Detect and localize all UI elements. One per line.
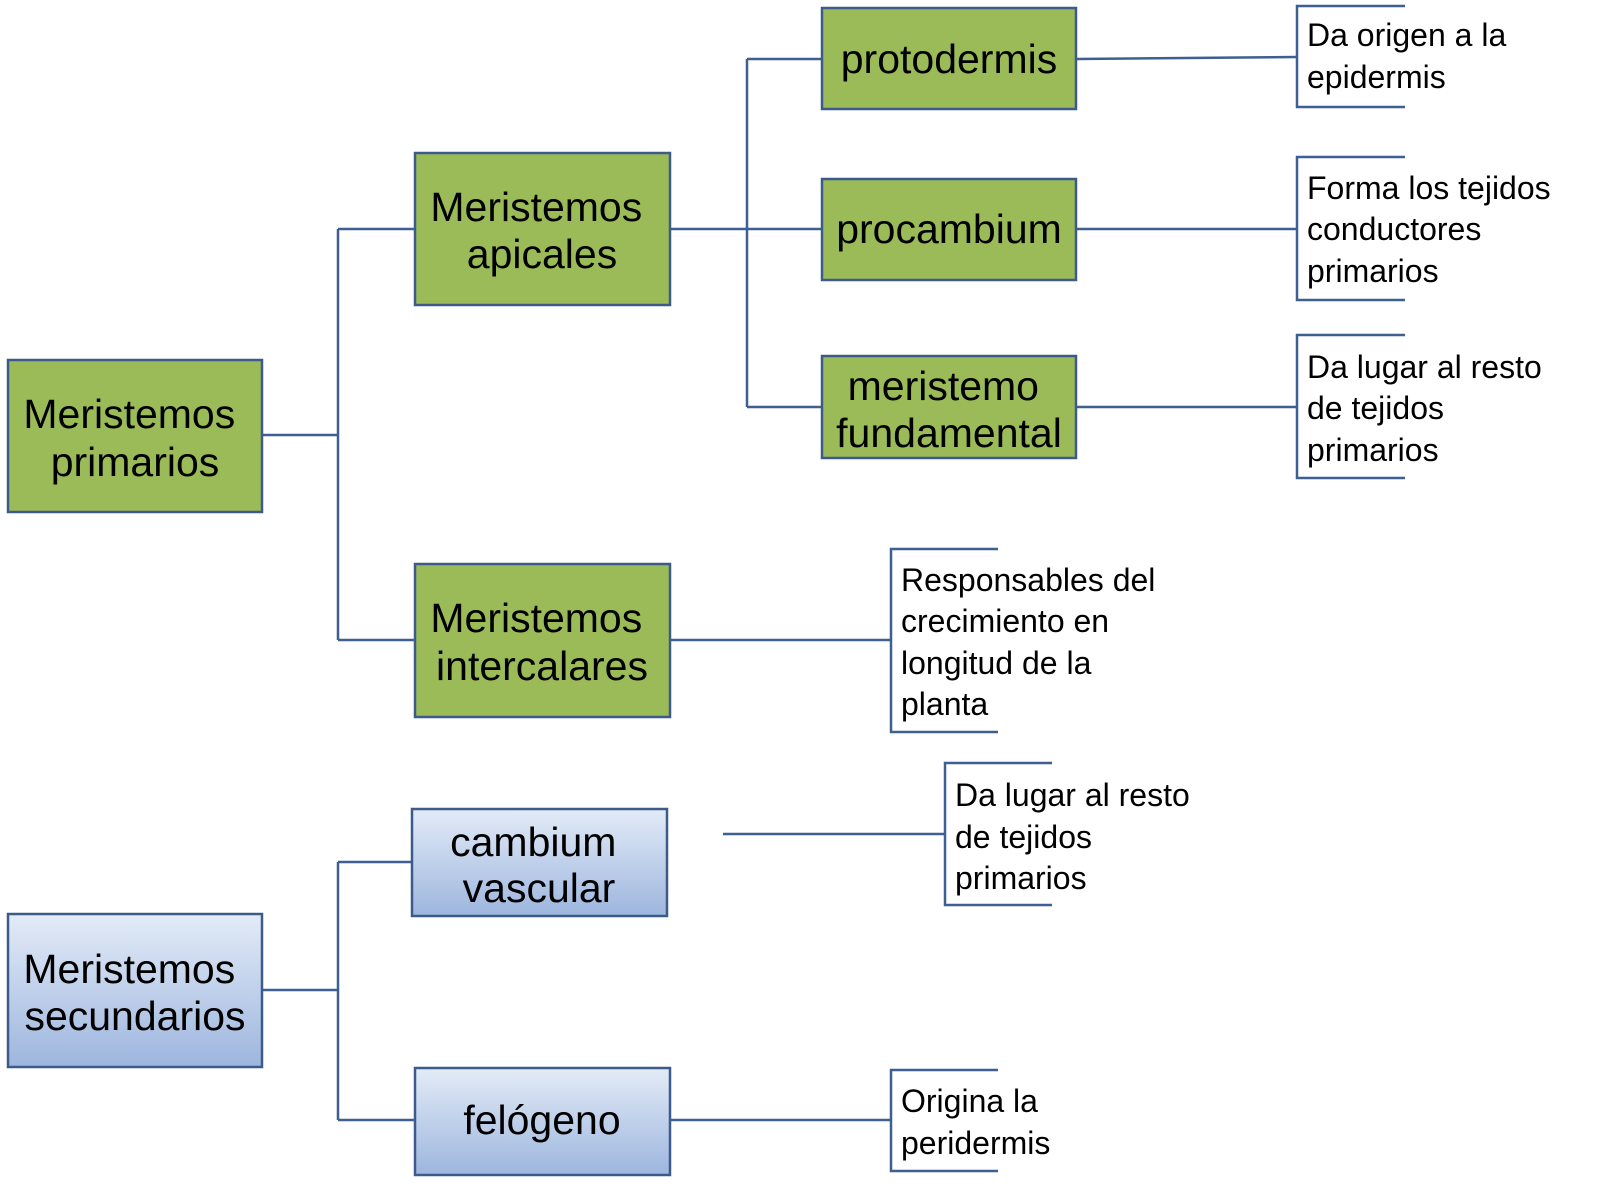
note-line: Responsables del — [901, 562, 1155, 598]
bracket-procambium — [1295, 155, 1405, 302]
note-procambium: Forma los tejidos conductores primarios — [1307, 170, 1560, 289]
note-line: epidermis — [1307, 59, 1446, 95]
note-line: primarios — [1307, 432, 1439, 468]
svg-text:protodermis: protodermis — [841, 36, 1057, 82]
svg-text:Da lugar al resto de tej: Da lugar al resto de tejidos primarios — [955, 777, 1199, 896]
node-label-line: Meristemos — [23, 946, 235, 992]
node-meristemo-fundamental: meristemo fundamental — [820, 354, 1078, 460]
svg-text:Meristemos secundarios: Meristemos secundarios — [23, 946, 246, 1039]
svg-text:felógeno: felógeno — [463, 1097, 620, 1143]
connector-protodermis-note — [1075, 55, 1298, 61]
node-label-line: Meristemos — [23, 391, 235, 437]
bracket-intercalares — [889, 547, 998, 734]
svg-text:Da lugar al resto de tej: Da lugar al resto de tejidos primarios — [1307, 349, 1551, 468]
bracket-protodermis — [1295, 4, 1405, 109]
node-meristemos-intercalares: Meristemos intercalares — [413, 562, 672, 719]
node-label-line: apicales — [467, 231, 617, 277]
note-meristemo-fundamental: Da lugar al resto de tejidos primarios — [1307, 349, 1551, 468]
note-line: Da lugar al resto — [1307, 349, 1542, 385]
svg-text:cambium vascular: cambium vascular — [450, 819, 628, 911]
node-label-line: procambium — [836, 206, 1062, 252]
note-line: primarios — [1307, 253, 1439, 289]
note-line: peridermis — [901, 1125, 1050, 1161]
note-intercalares: Responsables del crecimiento en longitud… — [901, 562, 1164, 722]
node-meristemos-secundarios: Meristemos secundarios — [6, 912, 264, 1069]
svg-text:meristemo fundamental: meristemo fundamental — [836, 363, 1062, 456]
node-label-line: vascular — [463, 865, 616, 911]
bracket-cambium — [943, 761, 1052, 907]
note-line: Forma los tejidos — [1307, 170, 1551, 206]
node-label-line: protodermis — [841, 36, 1057, 82]
node-label-line: Meristemos — [430, 595, 642, 641]
note-brackets — [889, 4, 1405, 1173]
svg-text:Meristemos intercalares: Meristemos intercalares — [430, 595, 653, 689]
node-label-line: intercalares — [436, 643, 648, 689]
node-label-line: felógeno — [463, 1097, 620, 1143]
node-cambium-vascular: cambium vascular — [410, 807, 669, 918]
bracket-fundamental — [1295, 333, 1405, 480]
node-meristemos-apicales: Meristemos apicales — [413, 151, 672, 307]
svg-text:Responsables del crecimi: Responsables del crecimiento en longitud… — [901, 562, 1164, 722]
svg-text:Meristemos apicales: Meristemos apicales — [430, 184, 653, 277]
note-protodermis: Da origen a la epidermis — [1307, 17, 1515, 95]
node-label-line: secundarios — [24, 993, 245, 1039]
bracket-felogeno — [889, 1068, 998, 1173]
node-label-line: meristemo — [848, 363, 1039, 409]
connectors — [262, 55, 1298, 1122]
svg-text:Meristemos primarios: Meristemos primarios — [23, 391, 246, 485]
note-line: de tejidos — [955, 819, 1092, 855]
note-cambium-vascular: Da lugar al resto de tejidos primarios — [955, 777, 1199, 896]
svg-text:Origina la peridermis: Origina la peridermis — [901, 1083, 1050, 1161]
note-line: Da lugar al resto — [955, 777, 1190, 813]
svg-text:Da origen a la epidermis: Da origen a la epidermis — [1307, 17, 1515, 95]
note-line: primarios — [955, 860, 1087, 896]
node-label-line: cambium — [450, 819, 616, 865]
note-line: conductores — [1307, 211, 1481, 247]
note-line: crecimiento en — [901, 603, 1109, 639]
node-procambium: procambium — [820, 177, 1078, 282]
note-line: Da origen a la — [1307, 17, 1506, 53]
node-label-line: fundamental — [836, 410, 1062, 456]
note-line: planta — [901, 686, 988, 722]
node-label-line: Meristemos — [430, 184, 642, 230]
svg-text:Forma los tejidos conduc: Forma los tejidos conductores primarios — [1307, 170, 1560, 289]
note-line: Origina la — [901, 1083, 1038, 1119]
svg-text:procambium: procambium — [836, 206, 1062, 252]
note-felogeno: Origina la peridermis — [901, 1083, 1050, 1161]
note-line: longitud de la — [901, 645, 1092, 681]
node-felogeno: felógeno — [413, 1066, 672, 1177]
node-protodermis: protodermis — [820, 6, 1078, 111]
node-meristemos-primarios: Meristemos primarios — [6, 358, 264, 514]
note-line: de tejidos — [1307, 390, 1444, 426]
node-label-line: primarios — [51, 439, 220, 485]
